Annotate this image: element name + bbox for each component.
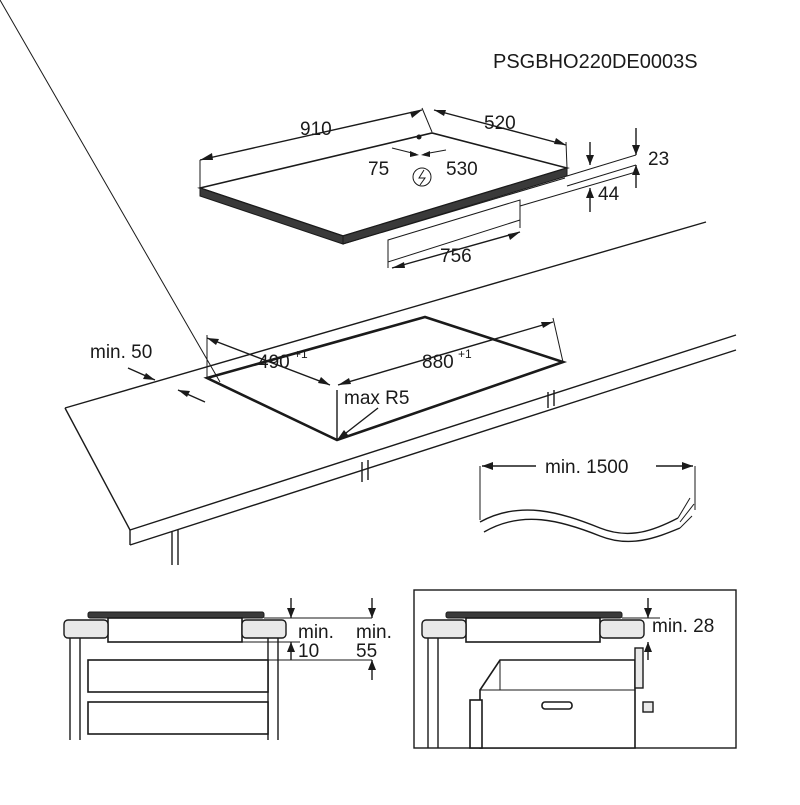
- cutout-width-label: 880: [422, 352, 454, 373]
- drawer-top: [87, 659, 269, 693]
- space-min-label: min.: [356, 622, 392, 643]
- product-code: PSGBHO220DE0003S: [493, 51, 698, 73]
- cable-offset-y-label: 530: [446, 159, 478, 180]
- lightning-icon: [412, 167, 432, 187]
- space-min-value: 55: [356, 641, 377, 662]
- hob-perspective: [197, 132, 637, 268]
- oven-installation: min. 28: [413, 589, 737, 749]
- cable-offset-x-label: 75: [368, 159, 389, 180]
- drawer-installation: min. 10 min. 55: [63, 598, 392, 740]
- glass-thickness-label: 23: [648, 149, 669, 170]
- cutout-depth-label: 490: [258, 352, 290, 373]
- oven-clearance-label: min. 28: [652, 616, 714, 637]
- corner-radius-label: max R5: [344, 388, 409, 409]
- cutout-depth-tolerance: +1: [294, 347, 308, 361]
- drawer-bottom: [87, 701, 269, 735]
- front-distance-label: min. 50: [90, 342, 152, 363]
- total-height-label: 44: [598, 184, 620, 205]
- worktop: [64, 221, 737, 565]
- power-cable: min. 1500: [479, 457, 696, 543]
- box-width-label: 756: [440, 246, 472, 267]
- cutout-width-tolerance: +1: [458, 347, 472, 361]
- hob-depth-label: 520: [484, 113, 516, 134]
- oven-handle: [541, 701, 573, 710]
- gap-min-label: min.: [298, 622, 334, 643]
- gap-min-value: 10: [298, 641, 319, 662]
- cable-length-label: min. 1500: [545, 457, 628, 478]
- hob-width-label: 910: [300, 119, 332, 140]
- cable-entry-point: [416, 134, 422, 140]
